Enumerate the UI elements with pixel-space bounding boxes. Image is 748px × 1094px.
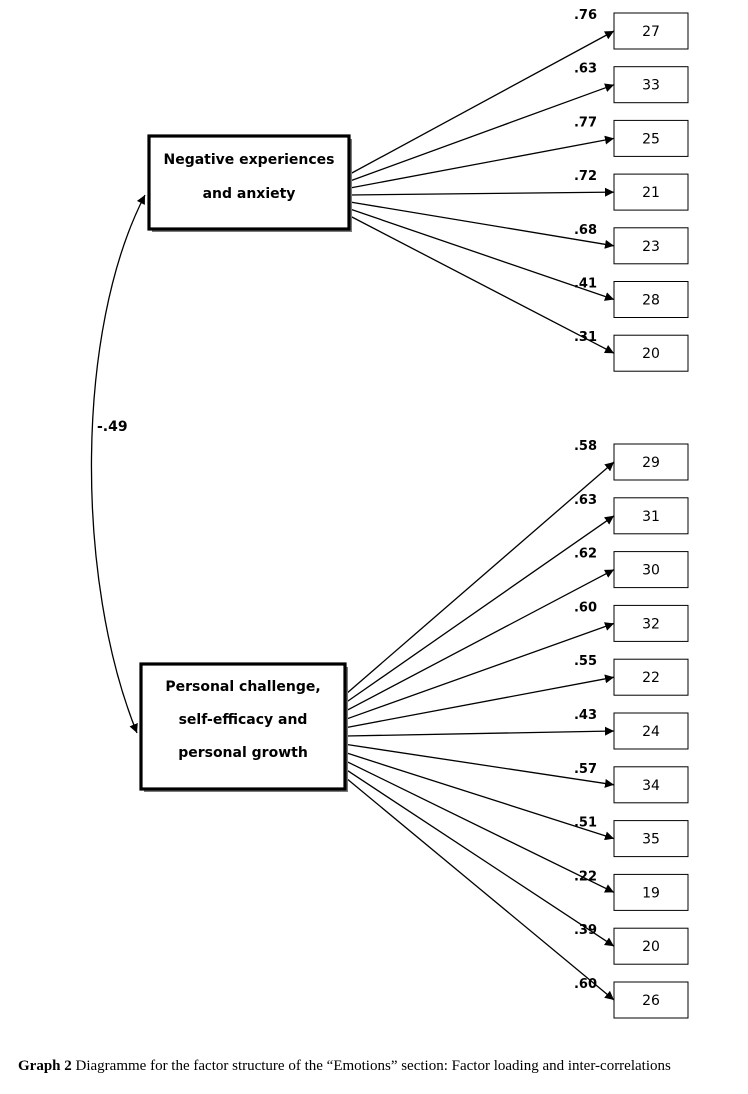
loading-arrow (345, 760, 615, 893)
item-box (613, 766, 689, 804)
caption-text: Diagramme for the factor structure of th… (75, 1058, 671, 1074)
factor-label-line: Personal challenge, (165, 679, 320, 695)
loading-value: .60 (574, 977, 597, 992)
item-number: 32 (642, 616, 660, 632)
loading-arrow (345, 674, 615, 729)
loading-arrow (349, 201, 615, 249)
caption-label: Graph 2 (18, 1058, 72, 1074)
loading-value: .77 (574, 115, 597, 130)
loading-arrow (345, 777, 615, 1001)
loading-value: .31 (574, 330, 597, 345)
correlation-arrow (90, 194, 146, 734)
loading-value: .43 (574, 708, 597, 723)
item-box (613, 820, 689, 858)
item-number: 20 (642, 939, 660, 955)
item-number: 33 (642, 78, 660, 94)
item-number: 35 (642, 832, 660, 848)
loading-value: .60 (574, 600, 597, 615)
item-box (613, 119, 689, 157)
factor-personal-challenge: Personal challenge, self-efficacy and pe… (139, 662, 348, 792)
figure-caption: Graph 2 Diagramme for the factor structu… (18, 1058, 746, 1075)
item-number: 28 (642, 293, 660, 309)
item-box (613, 334, 689, 372)
correlation-label: -.49 (97, 419, 128, 435)
item-number: 22 (642, 670, 660, 686)
loading-arrow (349, 83, 615, 182)
item-box (613, 927, 689, 965)
item-box (613, 604, 689, 642)
loading-value: .63 (574, 493, 597, 508)
loading-value: .58 (574, 439, 597, 454)
item-number: 26 (642, 993, 660, 1009)
loading-value: .72 (574, 169, 597, 184)
item-box (613, 66, 689, 104)
loading-arrow (345, 752, 615, 841)
loading-value: .39 (574, 923, 597, 938)
item-number: 23 (642, 239, 660, 255)
item-box (613, 873, 689, 911)
factor-label-line: personal growth (178, 745, 308, 761)
loading-arrow (345, 461, 615, 695)
loading-value: .41 (574, 277, 597, 292)
item-number: 24 (642, 724, 660, 740)
loading-value: .76 (574, 8, 597, 23)
item-box (613, 281, 689, 318)
item-number: 34 (642, 778, 660, 794)
loading-arrow (345, 515, 615, 703)
item-number: 29 (642, 455, 660, 471)
loading-arrow (345, 622, 615, 720)
item-box (613, 712, 689, 750)
loading-value: .51 (574, 816, 597, 831)
item-box (613, 981, 689, 1019)
loading-value: .57 (574, 762, 597, 777)
loading-value: .22 (574, 869, 597, 884)
item-number: 19 (642, 885, 660, 901)
loading-arrow (349, 215, 615, 354)
item-box (613, 173, 689, 211)
factor-label-line: and anxiety (203, 186, 296, 202)
loading-arrow (345, 743, 615, 788)
loading-value: .55 (574, 654, 597, 669)
item-number: 20 (642, 346, 660, 362)
loading-value: .68 (574, 223, 597, 238)
loading-arrow (349, 30, 615, 175)
loading-arrow (349, 208, 615, 301)
item-number: 31 (642, 509, 660, 525)
factor-negative-experiences: Negative experiences and anxiety (147, 134, 352, 232)
item-number: 25 (642, 131, 660, 147)
item-box (613, 658, 689, 696)
loading-arrow (349, 187, 615, 197)
item-number: 21 (642, 185, 660, 201)
item-box (613, 551, 689, 589)
factor-label-line: self-efficacy and (179, 712, 308, 728)
item-box (613, 443, 689, 481)
item-number: 30 (642, 563, 660, 579)
loading-arrow (345, 726, 615, 737)
loading-value: .63 (574, 62, 597, 77)
item-number: 27 (642, 24, 660, 40)
item-box (613, 227, 689, 265)
item-box (613, 497, 689, 535)
loading-arrow (349, 135, 615, 189)
factor-label-line: Negative experiences (163, 152, 334, 168)
loading-arrow (345, 569, 615, 712)
loading-arrow (345, 769, 615, 947)
item-box (613, 12, 689, 50)
loading-value: .62 (574, 547, 597, 562)
